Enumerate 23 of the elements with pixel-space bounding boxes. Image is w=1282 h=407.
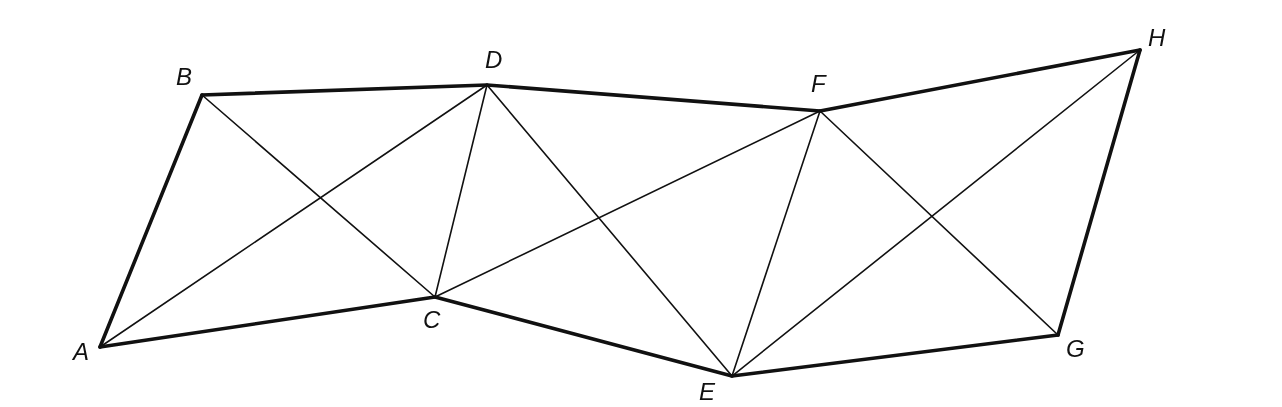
line-segment bbox=[731, 110, 821, 377]
vertex-label: B bbox=[176, 64, 202, 95]
line-segment bbox=[819, 110, 1059, 336]
vertex-label: D bbox=[485, 47, 503, 85]
line-segment bbox=[731, 49, 1141, 377]
line-segment bbox=[201, 94, 436, 298]
vertex-label: F bbox=[811, 71, 829, 111]
line-segment bbox=[1056, 48, 1142, 337]
line-segment bbox=[485, 83, 822, 113]
vertex-label: G bbox=[1058, 335, 1084, 362]
vertex-label: C bbox=[423, 297, 441, 333]
vertex-label: H bbox=[1140, 25, 1166, 51]
line-segment bbox=[200, 83, 489, 97]
vertex-label: A bbox=[73, 339, 100, 365]
line-segment bbox=[99, 84, 488, 348]
line-segment bbox=[98, 295, 437, 349]
line-segment bbox=[434, 110, 821, 298]
line-segment bbox=[730, 333, 1060, 378]
line-segment bbox=[434, 84, 488, 298]
line-segment bbox=[818, 48, 1142, 113]
vertex-label: E bbox=[699, 376, 732, 405]
line-segment bbox=[433, 295, 734, 378]
line-segment bbox=[486, 84, 733, 377]
